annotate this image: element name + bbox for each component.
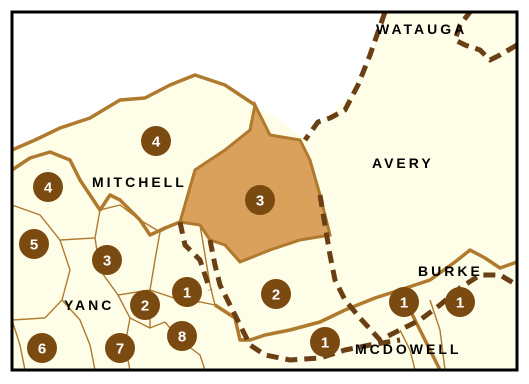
county-label-burke: BURKE (418, 263, 483, 279)
marker[interactable]: 1 (389, 287, 419, 317)
county-label-mitchell: MITCHELL (92, 174, 187, 190)
dashed-borders (177, 10, 519, 363)
marker[interactable]: 3 (245, 185, 275, 215)
marker[interactable]: 1 (445, 287, 475, 317)
svg-text:3: 3 (103, 253, 111, 270)
svg-text:4: 4 (44, 180, 53, 197)
svg-text:6: 6 (38, 341, 46, 358)
marker[interactable]: 2 (130, 290, 160, 320)
svg-text:1: 1 (400, 295, 408, 312)
svg-text:5: 5 (30, 237, 38, 254)
svg-text:2: 2 (272, 287, 280, 304)
marker[interactable]: 1 (310, 327, 340, 357)
svg-text:3: 3 (256, 193, 264, 210)
svg-text:1: 1 (183, 285, 191, 302)
svg-text:2: 2 (141, 298, 149, 315)
svg-text:4: 4 (152, 134, 161, 151)
outside-region (12, 12, 385, 150)
marker[interactable]: 7 (105, 333, 135, 363)
marker[interactable]: 6 (27, 333, 57, 363)
county-label-watauga: WATAUGA (376, 21, 467, 37)
highlighted-precinct[interactable] (178, 100, 332, 264)
marker[interactable]: 5 (19, 229, 49, 259)
marker[interactable]: 3 (92, 245, 122, 275)
marker[interactable]: 2 (261, 279, 291, 309)
marker[interactable]: 4 (33, 172, 63, 202)
svg-text:1: 1 (321, 335, 329, 352)
marker[interactable]: 8 (167, 321, 197, 351)
svg-text:1: 1 (456, 295, 464, 312)
map-frame (10, 10, 519, 372)
marker[interactable]: 4 (141, 126, 171, 156)
svg-text:7: 7 (116, 341, 124, 358)
county-labels: WATAUGA MITCHELL AVERY BURKE YANC MCDOWE… (64, 21, 483, 357)
county-label-mcdowell: MCDOWELL (355, 341, 461, 357)
markers: 4 4 3 5 3 2 1 2 8 7 6 1 1 1 (19, 126, 475, 363)
county-label-yancey: YANC (64, 297, 114, 313)
county-label-avery: AVERY (372, 155, 434, 171)
marker[interactable]: 1 (172, 277, 202, 307)
svg-text:8: 8 (178, 329, 186, 346)
